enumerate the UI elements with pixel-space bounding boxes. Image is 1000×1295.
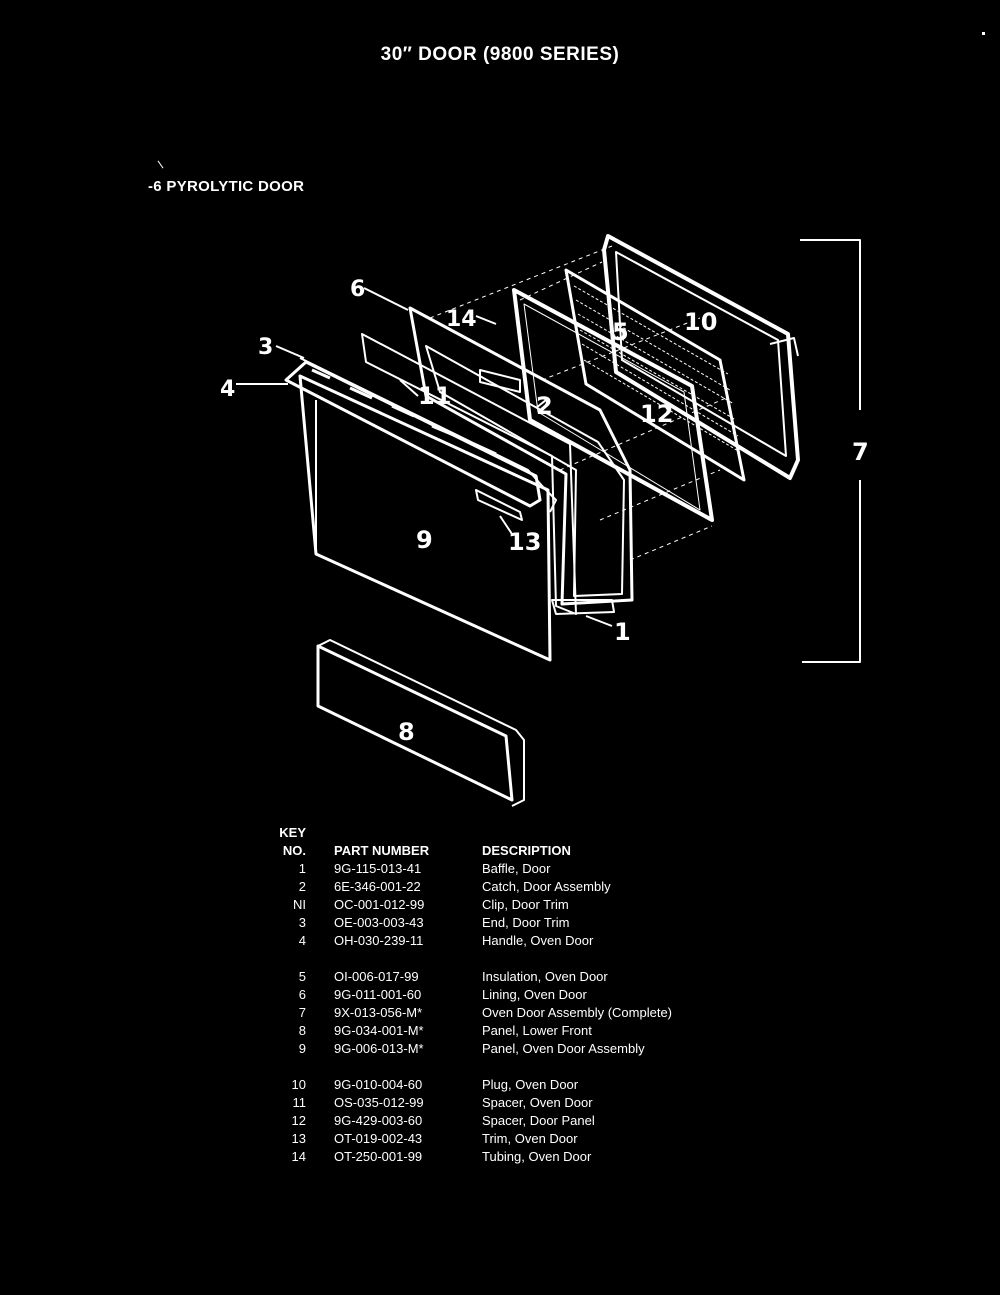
part-front-panel-outline: [298, 374, 552, 662]
callout-6: 6: [350, 277, 365, 302]
key-no: NI: [293, 897, 306, 912]
key-no: 14: [291, 1149, 306, 1164]
description: Spacer, Door Panel: [482, 1113, 595, 1128]
description: Trim, Oven Door: [482, 1131, 578, 1146]
key-no: 11: [292, 1095, 307, 1110]
part-number: OE-003-003-43: [334, 915, 424, 930]
description: Catch, Door Assembly: [482, 879, 611, 894]
header-description: DESCRIPTION: [482, 843, 571, 858]
callout-5: 5: [612, 318, 629, 346]
key-no: 13: [291, 1131, 306, 1146]
description: Panel, Lower Front: [482, 1023, 592, 1038]
callout-9: 9: [416, 526, 433, 554]
description: Panel, Oven Door Assembly: [482, 1041, 645, 1056]
description: Plug, Oven Door: [482, 1077, 579, 1092]
description: Tubing, Oven Door: [482, 1149, 592, 1164]
description: Clip, Door Trim: [482, 897, 569, 912]
callout-12: 12: [640, 400, 673, 428]
description: Handle, Oven Door: [482, 933, 594, 948]
part-number: OT-019-002-43: [334, 1131, 423, 1146]
description: Insulation, Oven Door: [482, 969, 608, 984]
header-key: KEY: [279, 825, 306, 840]
part-baffle-outline: [361, 333, 615, 615]
key-no: 12: [291, 1113, 306, 1128]
exploded-door-diagram: 6 14 5 10 3 4 11 2 12 7 9 13 1 8: [220, 234, 869, 807]
part-number: OH-030-239-11: [334, 933, 424, 948]
part-insulation-outline: [564, 268, 746, 482]
callout-leaders: [236, 287, 613, 627]
key-no: 5: [298, 969, 306, 984]
part-number: 9G-429-003-60: [334, 1113, 423, 1128]
part-number: 9G-034-001-M*: [334, 1023, 424, 1038]
callout-7: 7: [852, 438, 869, 466]
header-no: NO.: [282, 843, 306, 858]
callout-10: 10: [684, 308, 717, 336]
key-no: 1: [298, 861, 306, 876]
part-lower-panel-outline: [316, 639, 525, 807]
scan-speck: [982, 32, 985, 35]
key-no: 9: [298, 1041, 306, 1056]
description: Baffle, Door: [482, 861, 551, 876]
assembly-bracket: [800, 239, 861, 663]
part-number: 9X-013-056-M*: [334, 1005, 423, 1020]
key-no: 8: [298, 1023, 306, 1038]
description: Spacer, Oven Door: [482, 1095, 593, 1110]
key-no: 7: [298, 1005, 306, 1020]
callout-13: 13: [508, 528, 541, 556]
callout-11: 11: [418, 382, 451, 410]
part-number: 6E-346-001-22: [334, 879, 421, 894]
part-lining-outline: [408, 306, 634, 606]
part-number: OS-035-012-99: [334, 1095, 424, 1110]
part-spacer-frame-outline: [512, 288, 714, 522]
key-no: 3: [298, 915, 306, 930]
callout-8: 8: [398, 718, 415, 746]
key-no: 6: [298, 987, 306, 1002]
part-number: 9G-115-013-41: [334, 861, 422, 876]
callout-1: 1: [614, 618, 631, 646]
part-number: 9G-006-013-M*: [334, 1041, 424, 1056]
key-no: 10: [291, 1077, 306, 1092]
diagram-subtitle: -6 PYROLYTIC DOOR: [148, 178, 305, 195]
callout-3: 3: [258, 335, 273, 360]
alignment-lines: [429, 245, 727, 561]
part-plug-outline: [602, 234, 800, 480]
description: End, Door Trim: [482, 915, 570, 930]
key-no: 4: [298, 933, 306, 948]
part-number: 9G-010-004-60: [334, 1077, 423, 1092]
part-number: OC-001-012-99: [334, 897, 425, 912]
part-number: OT-250-001-99: [334, 1149, 423, 1164]
part-number: 9G-011-001-60: [334, 987, 422, 1002]
callout-14: 14: [446, 307, 477, 332]
callout-4: 4: [220, 377, 235, 402]
header-part-number: PART NUMBER: [334, 843, 430, 858]
part-number: OI-006-017-99: [334, 969, 419, 984]
description: Oven Door Assembly (Complete): [482, 1005, 673, 1020]
page-title: 30″ DOOR (9800 SERIES): [380, 44, 620, 65]
callout-2: 2: [536, 392, 553, 420]
key-no: 2: [298, 879, 306, 894]
description: Lining, Oven Door: [482, 987, 587, 1002]
part-handle-outline: [284, 357, 557, 521]
